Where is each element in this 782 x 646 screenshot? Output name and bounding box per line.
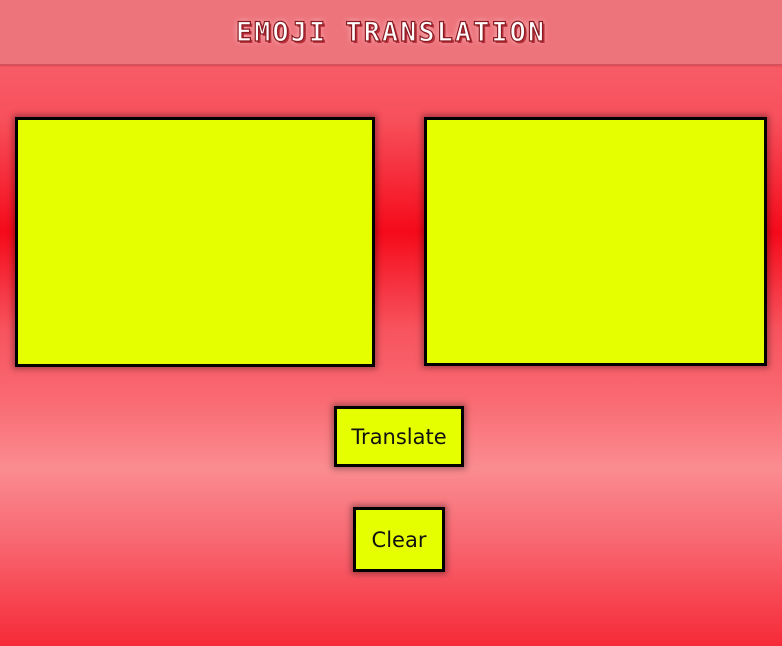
app-header: Emoji Translation <box>0 0 782 65</box>
input-textarea[interactable] <box>15 117 375 367</box>
clear-button[interactable]: Clear <box>353 507 445 572</box>
page-title: Emoji Translation <box>235 16 547 48</box>
output-box <box>424 117 767 366</box>
translate-button[interactable]: Translate <box>334 406 464 467</box>
